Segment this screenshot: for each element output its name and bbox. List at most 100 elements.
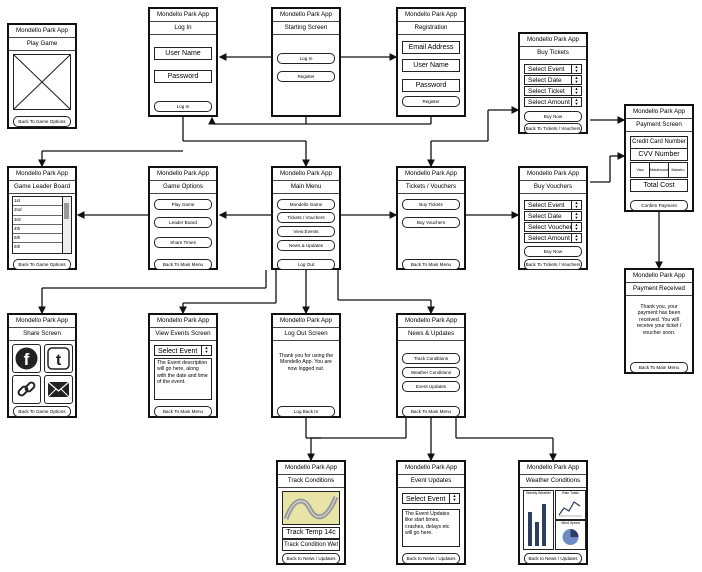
select-event-dropdown[interactable]: Select Event▲▼ [524,200,582,210]
log-out-button[interactable]: Log Out [277,259,335,270]
app-title: Mondello Park App [150,9,216,22]
starting-screen: Mondello Park App Starting Screen Log In… [271,7,341,117]
select-date-dropdown[interactable]: Select Date▲▼ [524,211,582,221]
back-to-main-menu-button[interactable]: Back To Main Menu [630,362,688,373]
app-title: Mondello Park App [273,315,339,328]
svg-text:t: t [56,352,62,369]
spinner-icon: ▲▼ [449,494,459,503]
select-event-dropdown[interactable]: Select Event▲▼ [524,64,582,74]
password-field[interactable]: Password [154,70,212,83]
back-to-main-menu-button[interactable]: Back To Main Menu [154,406,212,417]
leader-board-button[interactable]: Leader Board [154,217,212,228]
app-title: Mondello Park App [273,168,339,181]
buy-tickets-button[interactable]: Buy Tickets [402,199,460,210]
track-map-image [282,491,340,525]
app-title: Mondello Park App [626,270,692,283]
register-button[interactable]: Register [402,96,460,107]
leaderboard-scrollbar[interactable] [62,197,71,253]
screen-title: Registration [398,22,464,35]
select-amount-dropdown[interactable]: Select Amount▲▼ [524,233,582,243]
email-icon[interactable] [44,375,73,404]
event-description-box: The Event description will go here, alon… [154,358,212,400]
tickets-vouchers-button[interactable]: Tickets / Vouchers [277,212,335,223]
app-title: Mondello Park App [150,168,216,181]
back-to-game-options-button[interactable]: Back To Game Options [13,406,71,417]
leaderboard-row: 6th [14,244,21,250]
screen-title: Tickets / Vouchers [398,181,464,194]
back-to-game-options-button[interactable]: Back To Game Options [13,259,71,270]
share-times-button[interactable]: Share Times [154,237,212,248]
back-to-news-button[interactable]: Back to News / Updates [282,553,340,564]
back-to-news-button[interactable]: Back to News / Updates [524,553,582,564]
back-to-main-menu-button[interactable]: Back To Main Menu [154,259,212,270]
username-field[interactable]: User Name [402,59,460,72]
app-title: Mondello Park App [520,168,586,181]
game-options-screen: Mondello Park App Game Options Play Game… [148,166,218,270]
app-title: Mondello Park App [398,315,464,328]
username-field[interactable]: User Name [154,47,212,60]
play-game-button[interactable]: Play Game [154,199,212,210]
facebook-icon[interactable]: f [12,344,41,373]
back-to-game-options-button[interactable]: Back To Game Options [13,116,71,127]
view-events-button[interactable]: View Events [277,226,335,237]
leaderboard-list[interactable]: 1st 2nd 3rd 4th 5th 6th [12,196,72,254]
scrollbar-thumb[interactable] [64,203,69,219]
leaderboard-row: 5th [13,234,62,244]
back-to-tickets-button[interactable]: Back To Tickets / Vouchers [524,123,582,134]
select-ticket-dropdown[interactable]: Select Ticket▲▼ [524,86,582,96]
app-title: Mondello Park App [273,9,339,22]
app-title: Mondello Park App [626,106,692,119]
mondello-game-button[interactable]: Mondello Game [277,199,335,210]
track-conditions-button[interactable]: Track Conditions [402,353,460,364]
weather-bar [535,522,539,546]
log-back-in-button[interactable]: Log Back In [277,406,335,417]
maestro-option[interactable]: Maestro [671,168,685,172]
leaderboard-row: 4th [13,225,62,235]
register-button[interactable]: Register [277,71,335,82]
twitter-icon[interactable]: t [44,344,73,373]
buy-now-button[interactable]: Buy Now [524,111,582,122]
login-screen: Mondello Park App Log In User Name Passw… [148,7,218,117]
screen-title: Buy Vouchers [520,181,586,194]
login-button[interactable]: Log In [154,101,212,112]
back-to-main-menu-button[interactable]: Back To Main Menu [402,406,460,417]
leaderboard-row: 3rd [13,216,62,225]
chart-label: Rain Totals [562,491,579,495]
payment-received-screen: Mondello Park App Payment Received Thank… [624,268,694,374]
password-field[interactable]: Password [402,79,460,92]
login-button[interactable]: Log In [277,53,335,64]
spinner-icon: ▲▼ [571,212,581,220]
leaderboard-row: 2nd [13,206,62,216]
back-to-news-button[interactable]: Back to News / Updates [402,553,460,564]
buy-now-button[interactable]: Buy Now [524,246,582,257]
screen-title: News & Updates [398,328,464,341]
event-updates-button[interactable]: Event Updates [402,381,460,392]
mastercard-option[interactable]: Mastercard [650,163,669,177]
leaderboard-rows: 1st 2nd 3rd 4th 5th 6th [13,197,62,252]
select-amount-dropdown[interactable]: Select Amount▲▼ [524,97,582,107]
screen-title: Log In [150,22,216,35]
back-to-tickets-button[interactable]: Back To Tickets / Vouchers [524,259,582,270]
select-event-dropdown[interactable]: Select Event▲▼ [154,345,212,356]
select-event-dropdown[interactable]: Select Event▲▼ [402,493,460,504]
news-updates-screen: Mondello Park App News & Updates Track C… [396,313,466,418]
spinner-icon: ▲▼ [571,223,581,231]
weather-conditions-screen: Mondello Park App Weather Conditions Wee… [518,460,588,565]
back-to-main-menu-button[interactable]: Back To Main Menu [402,259,460,270]
buy-vouchers-button[interactable]: Buy Vouchers [402,217,460,228]
select-date-dropdown[interactable]: Select Date▲▼ [524,75,582,85]
weather-conditions-button[interactable]: Weather Conditions [402,367,460,378]
select-voucher-dropdown[interactable]: Select Voucher▲▼ [524,222,582,232]
news-updates-button[interactable]: News & Updates [277,240,335,251]
cvv-field[interactable]: CVV Number [630,148,688,161]
view-events-screen: Mondello Park App View Events Screen Sel… [148,313,218,418]
payment-screen: Mondello Park App Payment Screen Credit … [624,104,694,212]
game-image-placeholder [13,54,71,110]
visa-option[interactable]: Visa [631,163,650,177]
email-field[interactable]: Email Address [402,41,460,54]
app-title: Mondello Park App [398,9,464,22]
link-icon[interactable] [12,375,41,404]
tickets-vouchers-screen: Mondello Park App Tickets / Vouchers Buy… [396,166,466,270]
registration-screen: Mondello Park App Registration Email Add… [396,7,466,117]
confirm-payment-button[interactable]: Confirm Payment [630,200,688,211]
